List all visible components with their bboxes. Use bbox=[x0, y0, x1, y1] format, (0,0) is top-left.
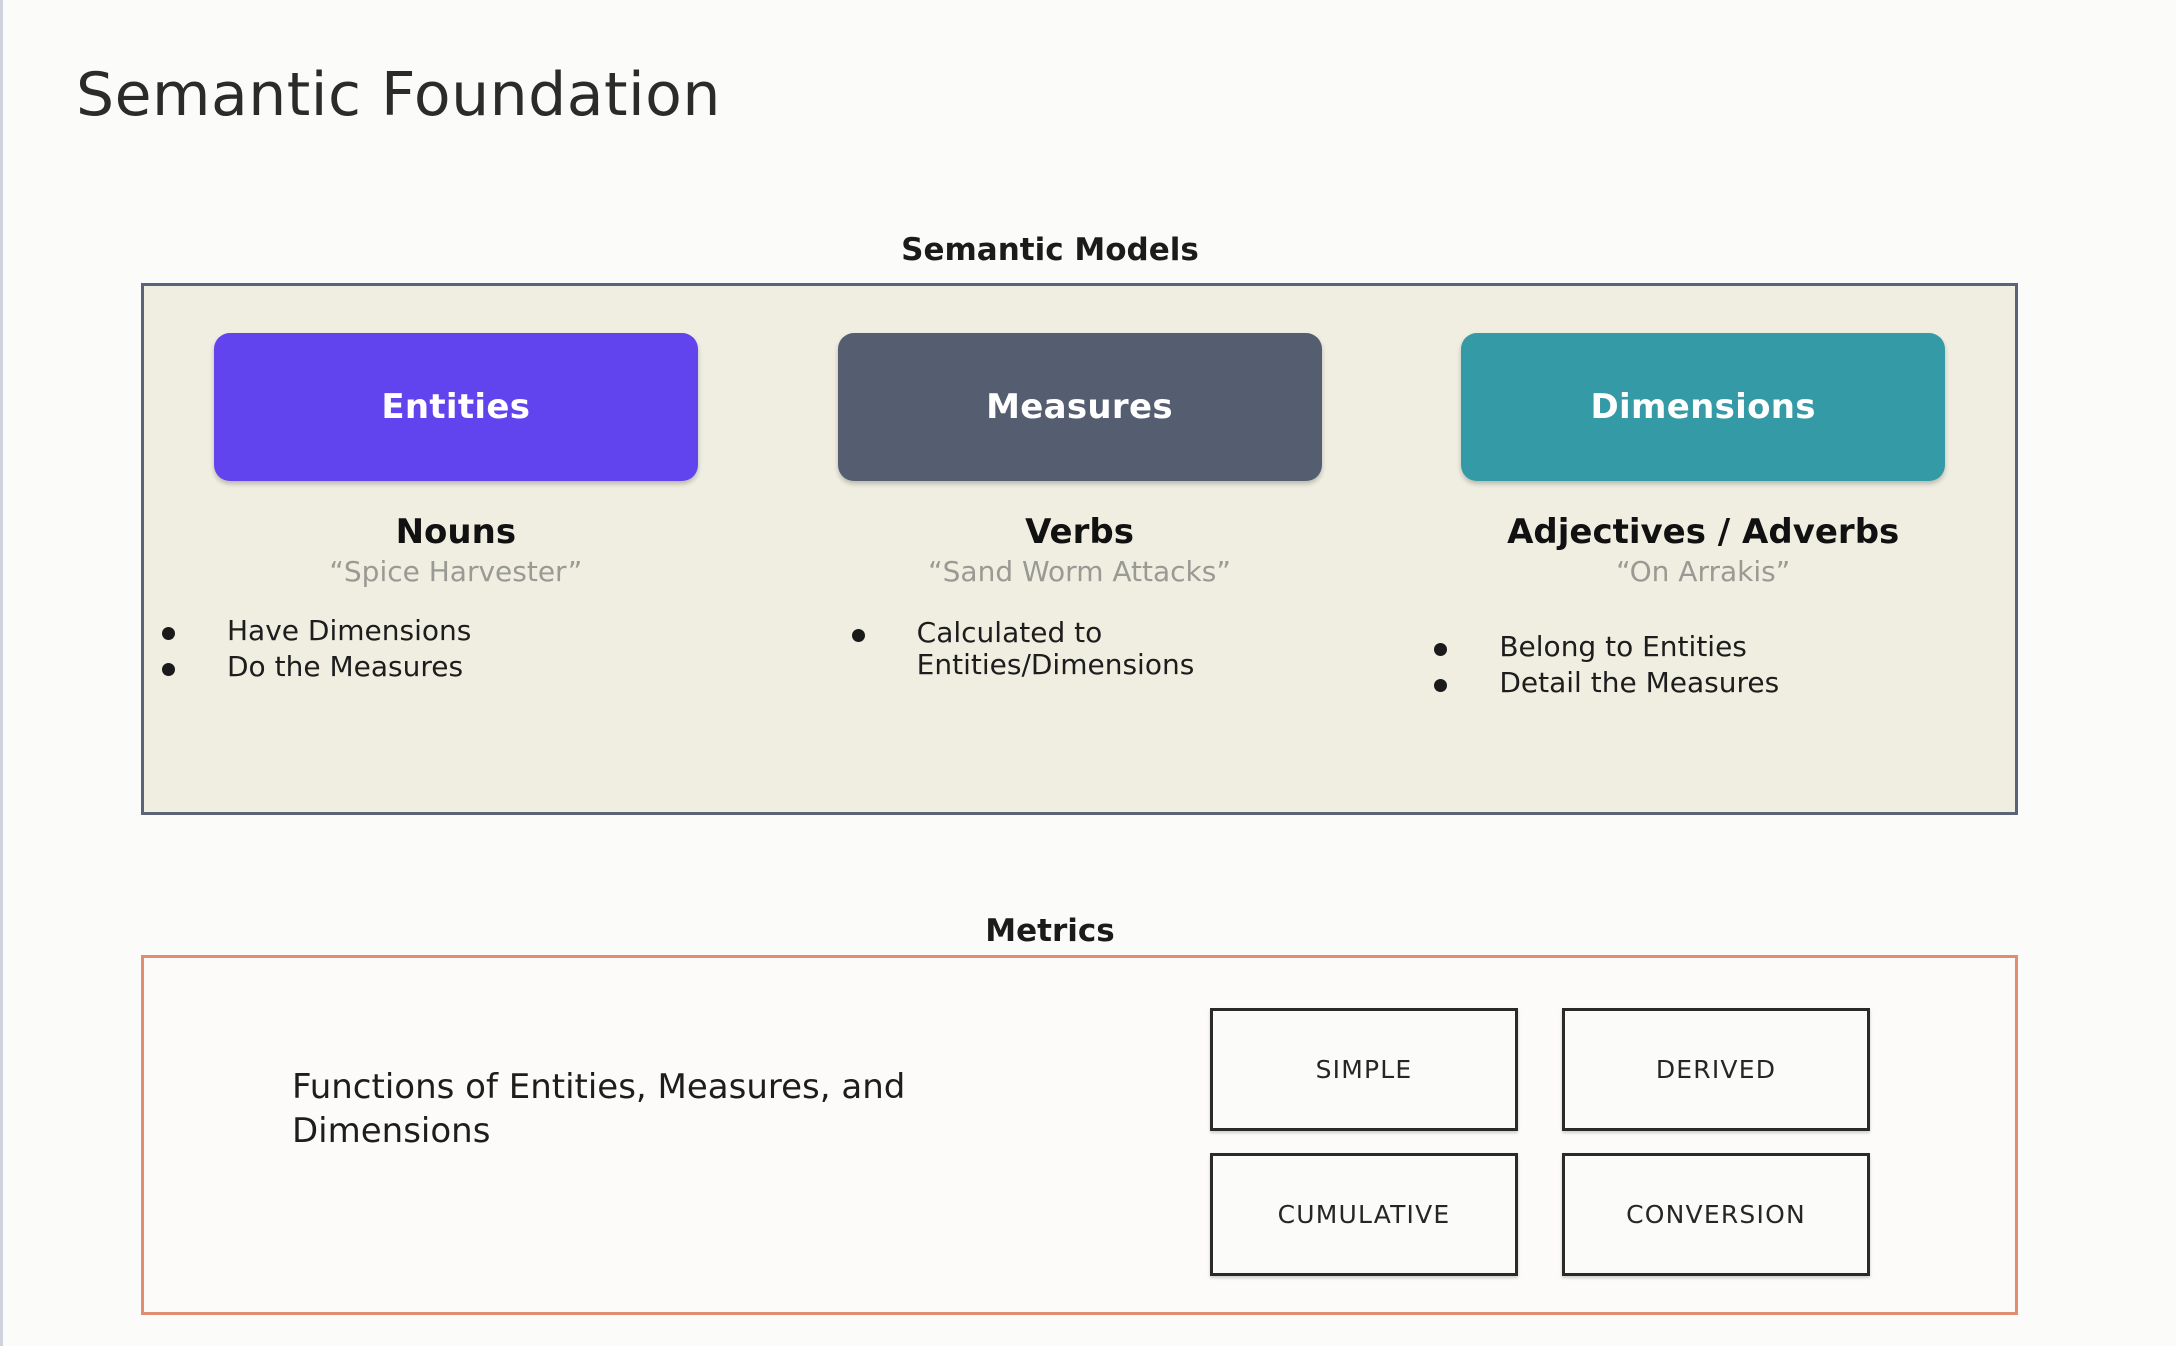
dimensions-bullet-1: Detail the Measures bbox=[1499, 665, 1780, 699]
entities-example: “Spice Harvester” bbox=[329, 554, 583, 588]
dimensions-bullet-0: Belong to Entities bbox=[1499, 630, 1747, 664]
metric-type-derived[interactable]: DERIVED bbox=[1562, 1008, 1870, 1131]
semantic-models-columns: Entities Nouns “Spice Harvester” Have Di… bbox=[144, 286, 2015, 812]
dimensions-example: “On Arrakis” bbox=[1616, 554, 1791, 588]
metric-type-conversion[interactable]: CONVERSION bbox=[1562, 1153, 1870, 1276]
entities-bullet-1: Do the Measures bbox=[227, 649, 464, 683]
semantic-column-measures: Measures Verbs “Sand Worm Attacks” Calcu… bbox=[768, 286, 1392, 812]
measures-bullet-list: Calculated to Entities/Dimensions bbox=[684, 615, 1476, 684]
metrics-description: Functions of Entities, Measures, and Dim… bbox=[292, 1067, 906, 1151]
entities-bullet-list: Have Dimensions Do the Measures bbox=[126, 615, 786, 686]
list-item: Have Dimensions bbox=[162, 614, 786, 648]
left-edge-strip bbox=[0, 0, 3, 1346]
bullet-dot-icon bbox=[1434, 643, 1448, 657]
list-item: Belong to Entities bbox=[1434, 630, 2058, 664]
entities-part-of-speech: Nouns bbox=[395, 512, 517, 552]
bullet-dot-icon bbox=[851, 629, 865, 643]
list-item: Detail the Measures bbox=[1434, 665, 2058, 699]
semantic-column-dimensions: Dimensions Adjectives / Adverbs “On Arra… bbox=[1391, 286, 2015, 812]
page-title: Semantic Foundation bbox=[76, 60, 721, 130]
metric-type-simple[interactable]: SIMPLE bbox=[1210, 1008, 1518, 1131]
bullet-dot-icon bbox=[1434, 678, 1448, 692]
measures-part-of-speech: Verbs bbox=[1025, 512, 1134, 552]
semantic-models-caption: Semantic Models bbox=[901, 232, 1199, 268]
list-item: Calculated to Entities/Dimensions bbox=[851, 616, 1476, 681]
entities-bullet-0: Have Dimensions bbox=[227, 614, 472, 648]
bullet-dot-icon bbox=[162, 627, 175, 641]
measures-pill[interactable]: Measures bbox=[837, 333, 1322, 481]
list-item: Do the Measures bbox=[162, 649, 786, 683]
metrics-panel: Functions of Entities, Measures, and Dim… bbox=[141, 955, 2018, 1315]
measures-bullet-0: Calculated to Entities/Dimensions bbox=[916, 616, 1195, 681]
semantic-column-entities: Entities Nouns “Spice Harvester” Have Di… bbox=[144, 286, 768, 812]
measures-example: “Sand Worm Attacks” bbox=[928, 554, 1231, 588]
metric-type-grid: SIMPLE DERIVED CUMULATIVE CONVERSION bbox=[1210, 1008, 1870, 1276]
dimensions-bullet-list: Belong to Entities Detail the Measures bbox=[1348, 631, 2058, 702]
metric-type-cumulative[interactable]: CUMULATIVE bbox=[1210, 1153, 1518, 1276]
dimensions-part-of-speech: Adjectives / Adverbs bbox=[1507, 512, 1900, 552]
entities-pill[interactable]: Entities bbox=[213, 333, 698, 481]
dimensions-pill[interactable]: Dimensions bbox=[1461, 333, 1946, 481]
bullet-dot-icon bbox=[162, 662, 175, 676]
metrics-caption: Metrics bbox=[985, 913, 1115, 949]
semantic-models-panel: Entities Nouns “Spice Harvester” Have Di… bbox=[141, 283, 2018, 815]
